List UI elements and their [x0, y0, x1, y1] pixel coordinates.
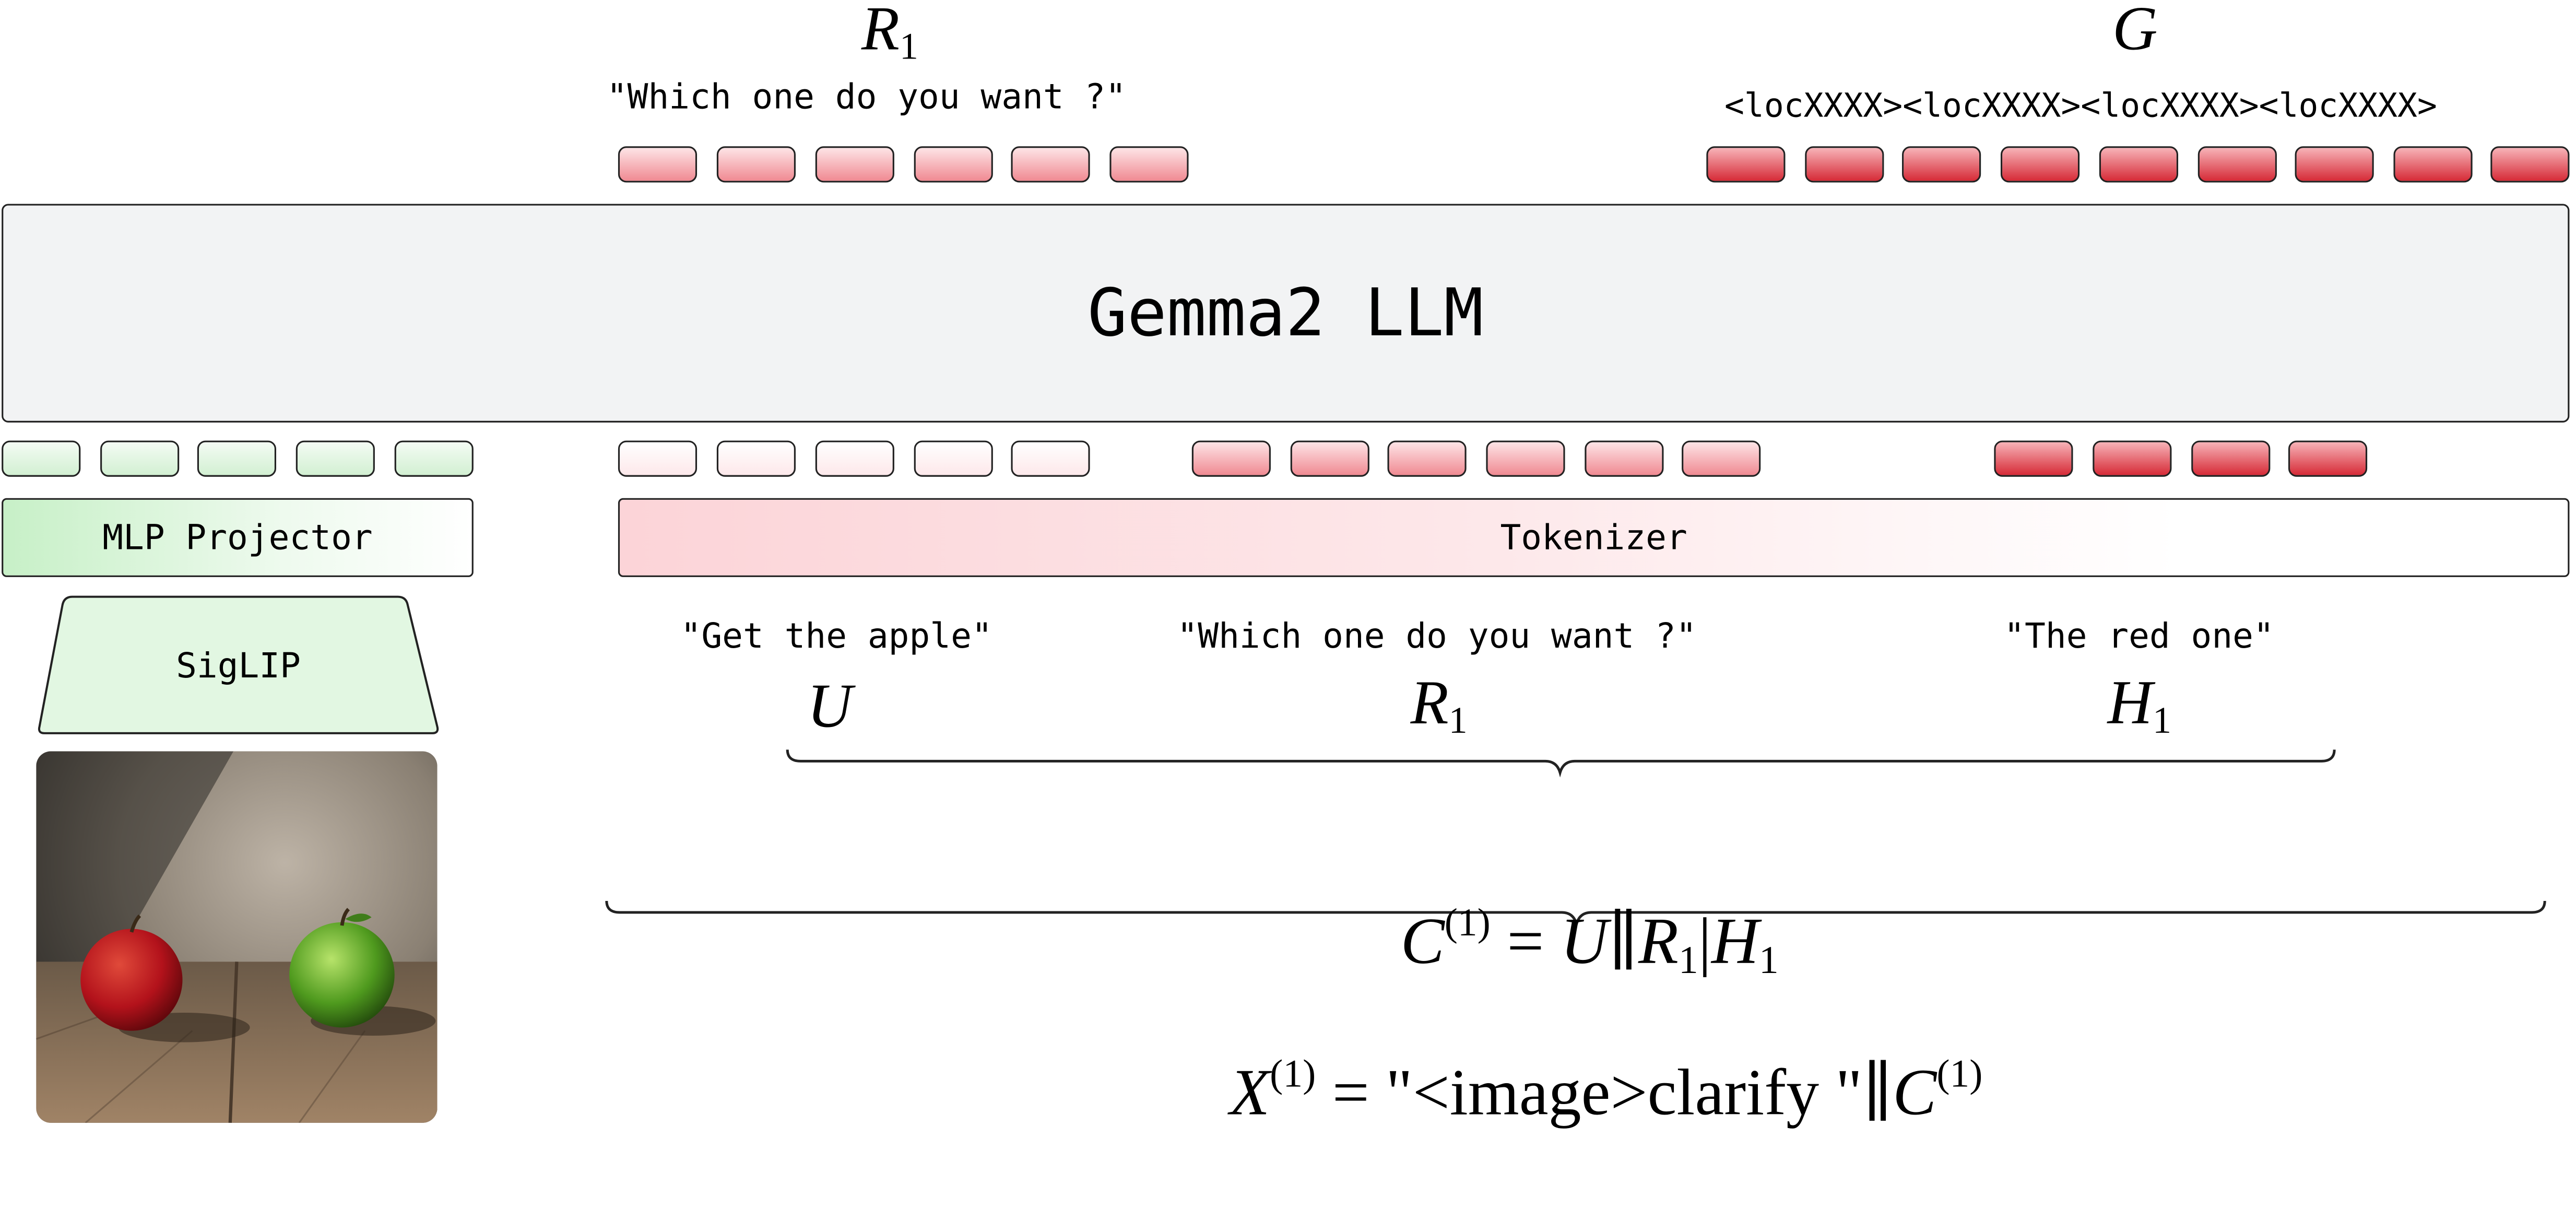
output-token-r1: [914, 146, 993, 183]
x1-sep: ∥: [1862, 1055, 1893, 1129]
input-token-u: [815, 440, 894, 477]
mlp-projector-label: MLP Projector: [102, 518, 373, 558]
x1-lhs: X: [1230, 1055, 1270, 1129]
output-token-g: [1902, 146, 1981, 183]
u-text: "Get the apple": [680, 616, 992, 656]
g-output-text: <locXXXX><locXXXX><locXXXX><locXXXX>: [1724, 85, 2437, 125]
x1-lhs-sup: (1): [1270, 1053, 1316, 1097]
r1-input-text: "Which one do you want ?": [1177, 616, 1697, 656]
tokenizer-label: Tokenizer: [1500, 518, 1687, 558]
c1-sep1: ∥: [1608, 904, 1639, 978]
r1-input-letter: R: [1410, 669, 1449, 738]
image-token: [296, 440, 375, 477]
x1-eq: =: [1316, 1055, 1386, 1129]
c1-brace: [786, 749, 2336, 778]
input-token-u: [716, 440, 796, 477]
c1-r-sub: 1: [1678, 940, 1698, 983]
tokenizer-block: Tokenizer: [618, 498, 2570, 577]
c1-r: R: [1638, 904, 1679, 978]
r1-input-symbol: R1: [1411, 667, 1468, 757]
r1-output-symbol: R1: [861, 0, 918, 80]
output-token-g: [2197, 146, 2277, 183]
output-token-g: [2393, 146, 2473, 183]
input-token-r1: [1191, 440, 1271, 477]
output-token-g: [2295, 146, 2374, 183]
c1-h-sub: 1: [1758, 940, 1779, 983]
mlp-projector-block: MLP Projector: [2, 498, 474, 577]
x1-brace: [605, 900, 2546, 929]
image-token: [100, 440, 180, 477]
llm-label: Gemma2 LLM: [1088, 275, 1484, 351]
input-token-r1: [1290, 440, 1369, 477]
output-token-r1: [618, 146, 698, 183]
image-token: [197, 440, 276, 477]
c1-sep2: |: [1698, 904, 1711, 978]
g-output-symbol: G: [2112, 0, 2158, 64]
c1-lhs-sup: (1): [1444, 902, 1491, 945]
c1-h: H: [1711, 904, 1759, 978]
input-token-h1: [1994, 440, 2073, 477]
h1-text: "The red one": [2004, 616, 2274, 656]
output-token-r1: [1011, 146, 1090, 183]
r1-output-letter: R: [861, 0, 900, 64]
apples-photo: [36, 751, 438, 1123]
input-token-u: [1011, 440, 1090, 477]
output-token-r1: [815, 146, 894, 183]
output-token-r1: [716, 146, 796, 183]
x1-text: "<image>clarify ": [1386, 1055, 1863, 1129]
input-token-u: [618, 440, 698, 477]
h1-symbol: H1: [2108, 667, 2171, 757]
h1-subscript: 1: [2153, 699, 2171, 741]
image-token: [2, 440, 81, 477]
input-token-r1: [1585, 440, 1664, 477]
input-token-h1: [2288, 440, 2368, 477]
output-token-r1: [1109, 146, 1189, 183]
input-token-u: [914, 440, 993, 477]
c1-eq: =: [1490, 904, 1561, 978]
input-token-h1: [2093, 440, 2172, 477]
output-token-g: [2490, 146, 2570, 183]
c1-u: U: [1560, 904, 1608, 978]
input-token-r1: [1387, 440, 1467, 477]
siglip-label: SigLIP: [176, 645, 301, 685]
output-token-g: [2000, 146, 2080, 183]
image-token: [394, 440, 474, 477]
output-token-g: [2099, 146, 2179, 183]
r1-input-subscript: 1: [1448, 699, 1468, 741]
c1-equation: C(1) = U∥R1|H1: [1335, 786, 1779, 1100]
h1-letter: H: [2107, 669, 2153, 738]
input-token-r1: [1486, 440, 1565, 477]
r1-output-text: "Which one do you want ?": [606, 77, 1127, 117]
c1-lhs: C: [1400, 904, 1445, 978]
x1-equation: X(1) = "<image>clarify "∥C(1): [1164, 937, 1982, 1231]
r1-output-subscript: 1: [900, 26, 918, 67]
output-token-g: [1805, 146, 1884, 183]
x1-c-sup: (1): [1936, 1053, 1983, 1097]
input-token-r1: [1682, 440, 1761, 477]
siglip-block: [38, 595, 439, 734]
llm-block: Gemma2 LLM: [2, 204, 2570, 423]
output-token-g: [1706, 146, 1786, 183]
u-symbol: U: [807, 672, 853, 742]
x1-c: C: [1893, 1055, 1937, 1129]
input-token-h1: [2191, 440, 2271, 477]
